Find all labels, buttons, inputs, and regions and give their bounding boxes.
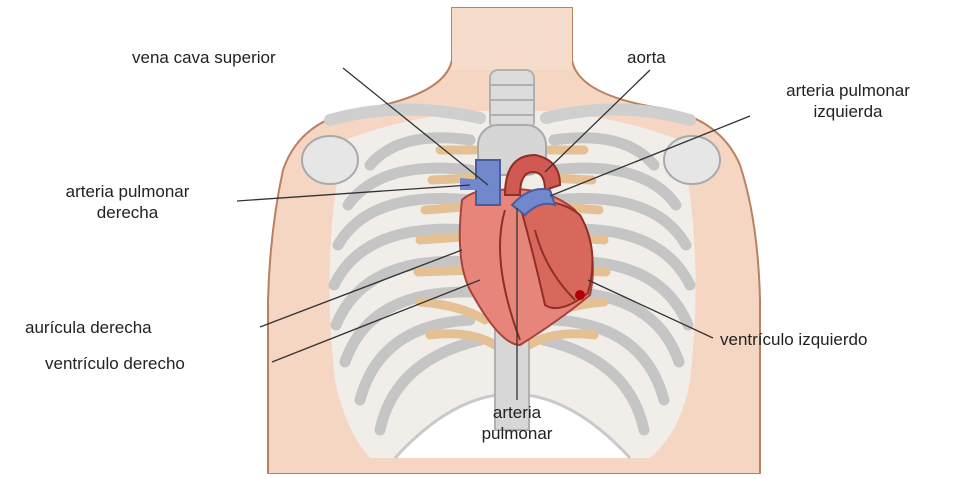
right-shoulder-joint (664, 136, 720, 184)
label-arteria-pulmonar-izquierda-line1: arteria pulmonar (748, 80, 948, 101)
label-aorta: aorta (627, 47, 666, 68)
label-ventriculo-derecho: ventrículo derecho (45, 353, 185, 374)
label-arteria-pulmonar-line2: pulmonar (440, 423, 594, 444)
label-arteria-pulmonar-izquierda: arteria pulmonar izquierda (748, 80, 948, 122)
label-arteria-pulmonar: arteria pulmonar (440, 402, 594, 444)
label-arteria-pulmonar-derecha: arteria pulmonar derecha (25, 181, 230, 223)
label-arteria-pulmonar-derecha-line1: arteria pulmonar (25, 181, 230, 202)
neck (452, 8, 572, 70)
label-arteria-pulmonar-line1: arteria (440, 402, 594, 423)
label-vena-cava-superior: vena cava superior (132, 47, 276, 68)
left-shoulder-joint (302, 136, 358, 184)
apex-dot (575, 290, 585, 300)
label-ventriculo-izquierdo: ventrículo izquierdo (720, 329, 867, 350)
label-arteria-pulmonar-derecha-line2: derecha (25, 202, 230, 223)
label-arteria-pulmonar-izquierda-line2: izquierda (748, 101, 948, 122)
right-pulmonary-vessel (460, 178, 482, 190)
label-auricula-derecha: aurícula derecha (25, 317, 152, 338)
